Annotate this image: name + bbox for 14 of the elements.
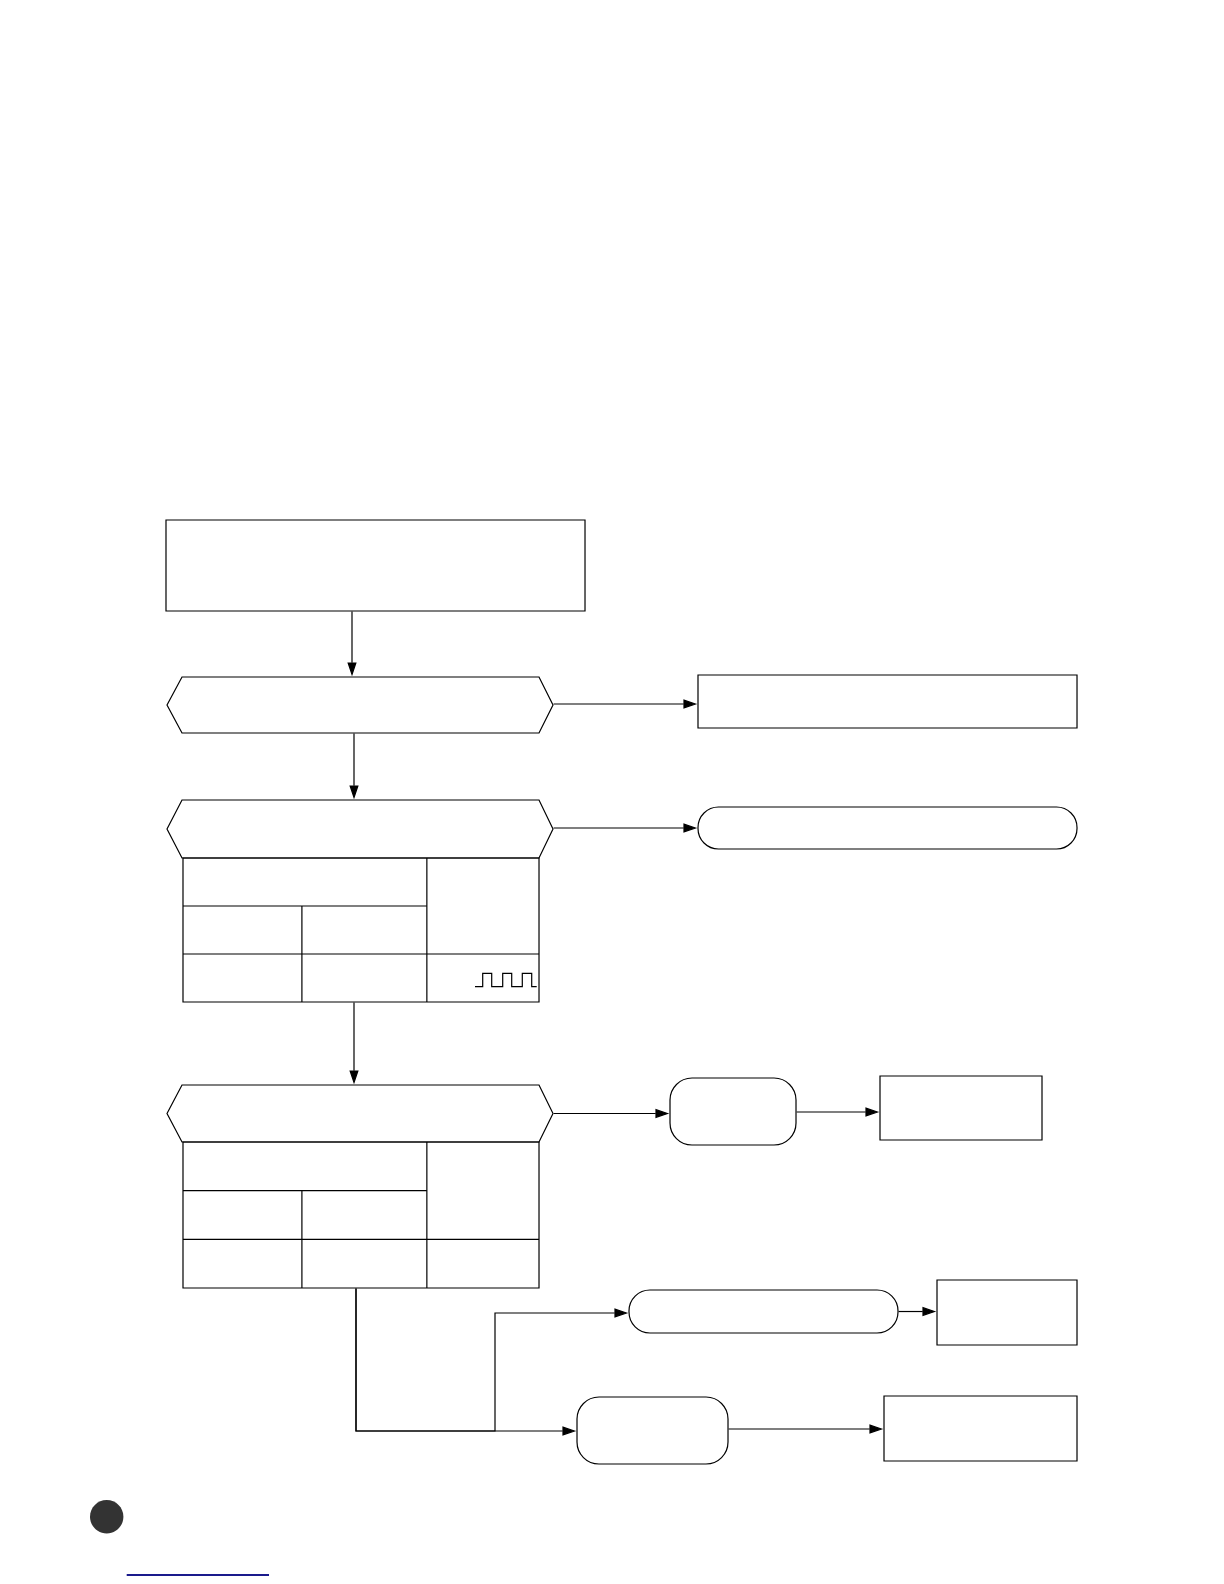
table xyxy=(182,857,540,1003)
table xyxy=(182,1141,540,1289)
box xyxy=(936,1279,1078,1346)
box xyxy=(883,1395,1078,1462)
hexagon xyxy=(166,1084,554,1143)
box xyxy=(697,674,1078,729)
box xyxy=(165,519,586,612)
pill-box xyxy=(697,806,1078,850)
box xyxy=(879,1075,1043,1141)
hexagon xyxy=(166,799,554,859)
rounded-box xyxy=(576,1396,729,1465)
rounded-box xyxy=(669,1077,797,1146)
hexagon xyxy=(166,676,554,734)
pill-box xyxy=(628,1289,899,1334)
